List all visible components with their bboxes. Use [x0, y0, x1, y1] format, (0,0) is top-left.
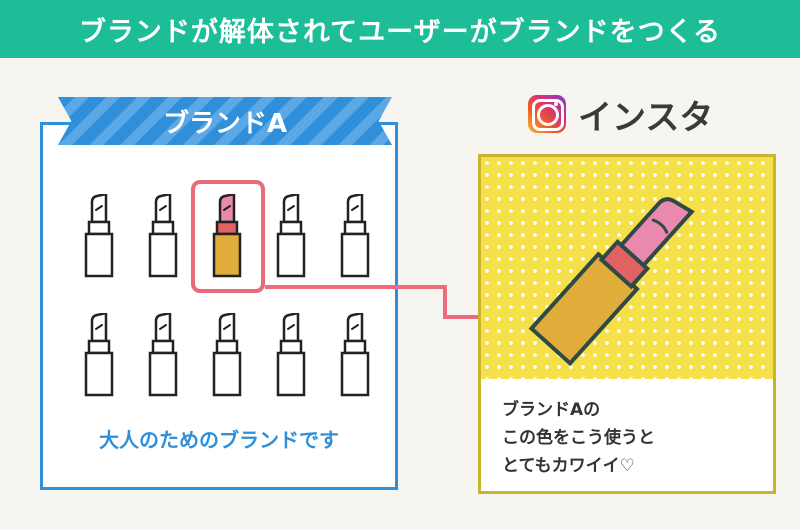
brand-title: ブランドA: [162, 108, 288, 139]
lipstick-icon: [84, 194, 114, 278]
post-line-2: この色をこう使うと: [502, 428, 655, 448]
lipstick-icon-highlighted: [212, 194, 242, 278]
post-line-3: とてもカワイイ♡: [502, 456, 635, 476]
lipstick-icon: [276, 194, 306, 278]
lipstick-icon: [84, 313, 114, 397]
lipstick-icon: [212, 313, 242, 397]
post-line-1: ブランドAの: [502, 400, 601, 420]
header-title: ブランドが解体されてユーザーがブランドをつくる: [78, 16, 722, 48]
lipstick-large-icon: [528, 197, 695, 367]
instagram-header: インスタ: [528, 92, 714, 138]
instagram-icon: [528, 95, 566, 133]
brand-caption: 大人のためのブランドです: [99, 428, 339, 452]
lipstick-icon: [340, 313, 370, 397]
page-header: ブランドが解体されてユーザーがブランドをつくる: [0, 0, 800, 58]
brand-ribbon: [58, 97, 392, 145]
lipstick-icon: [340, 194, 370, 278]
lipstick-icon: [276, 313, 306, 397]
lipstick-icon: [148, 194, 178, 278]
post-caption: ブランドAの この色をこう使うと とてもカワイイ♡: [502, 396, 762, 480]
instagram-label: インスタ: [578, 97, 714, 138]
selected-lipstick-highlight: [191, 180, 265, 293]
lipstick-icon: [148, 313, 178, 397]
